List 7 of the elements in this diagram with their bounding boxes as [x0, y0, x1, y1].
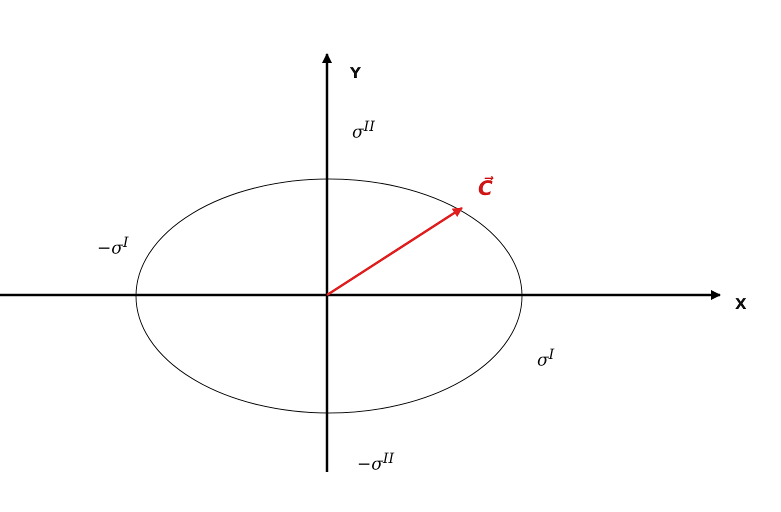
axis-label: Y — [350, 66, 361, 81]
stress-label: −σ$^{I}$ — [97, 236, 128, 258]
stress-label: −σ$^{II}$ — [357, 452, 394, 474]
stress-label: σ$^{II}$ — [352, 120, 375, 142]
axis-label: X — [735, 297, 747, 312]
vector-label: C⃗ — [478, 178, 493, 198]
stress-label: σ$^{I}$ — [537, 348, 554, 370]
